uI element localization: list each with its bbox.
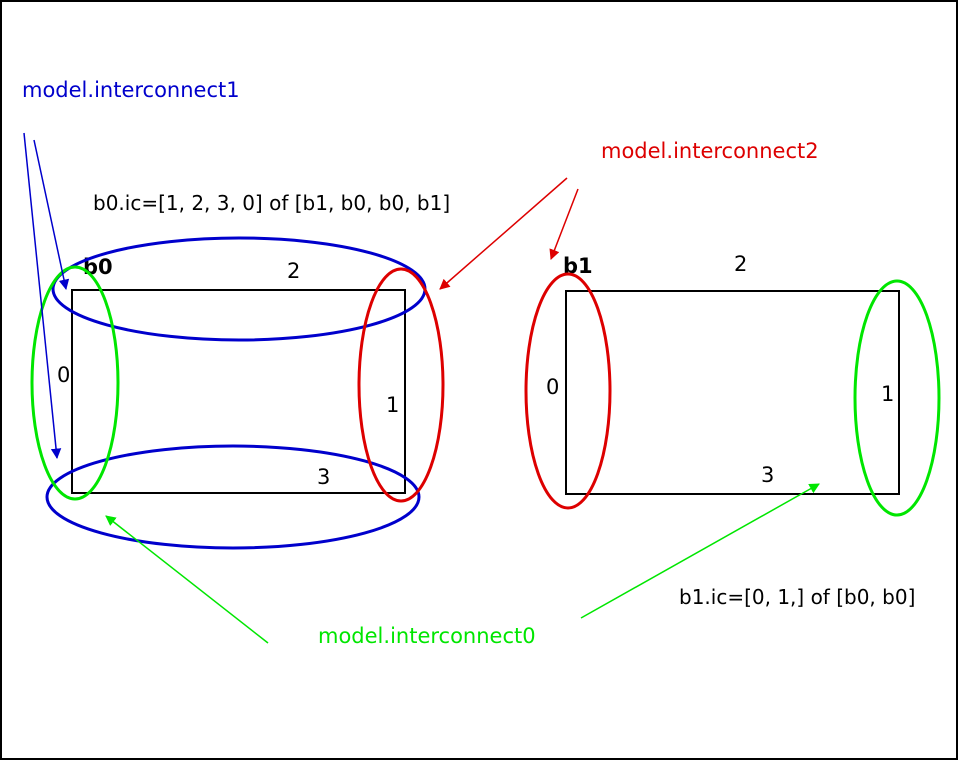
interconnect0-label: model.interconnect0 <box>318 624 536 648</box>
interconnect0-arrow-b1 <box>580 483 820 619</box>
interconnect2-label: model.interconnect2 <box>601 139 819 163</box>
interconnect2-arrow-b0 <box>439 177 568 290</box>
b0-left-interconnect0-ellipse <box>30 265 120 501</box>
b0-right-interconnect2-ellipse <box>357 267 445 503</box>
interconnect1-arrow-bottom <box>23 132 62 460</box>
b0-side-right-label: 1 <box>386 393 399 417</box>
block-b0-rect <box>71 289 406 494</box>
b0-side-bottom-label: 3 <box>317 465 330 489</box>
b0-ic-annotation: b0.ic=[1, 2, 3, 0] of [b1, b0, b0, b1] <box>93 191 450 215</box>
b1-side-top-label: 2 <box>734 252 747 276</box>
b1-left-interconnect2-ellipse <box>524 272 612 510</box>
b0-side-top-label: 2 <box>287 259 300 283</box>
b1-side-bottom-label: 3 <box>761 463 774 487</box>
interconnect0-arrow-b0 <box>105 515 269 644</box>
interconnect2-arrow-b1 <box>549 188 579 260</box>
interconnect1-arrow-top <box>33 139 70 291</box>
b1-right-interconnect0-ellipse <box>853 279 941 517</box>
b1-ic-annotation: b1.ic=[0, 1,] of [b0, b0] <box>679 585 915 609</box>
b0-side-left-label: 0 <box>57 363 70 387</box>
b0-bottom-interconnect1-ellipse <box>45 444 421 550</box>
b1-side-left-label: 0 <box>546 375 559 399</box>
block-b1-rect <box>565 290 900 495</box>
interconnect1-label: model.interconnect1 <box>22 78 240 102</box>
b1-side-right-label: 1 <box>881 382 894 406</box>
